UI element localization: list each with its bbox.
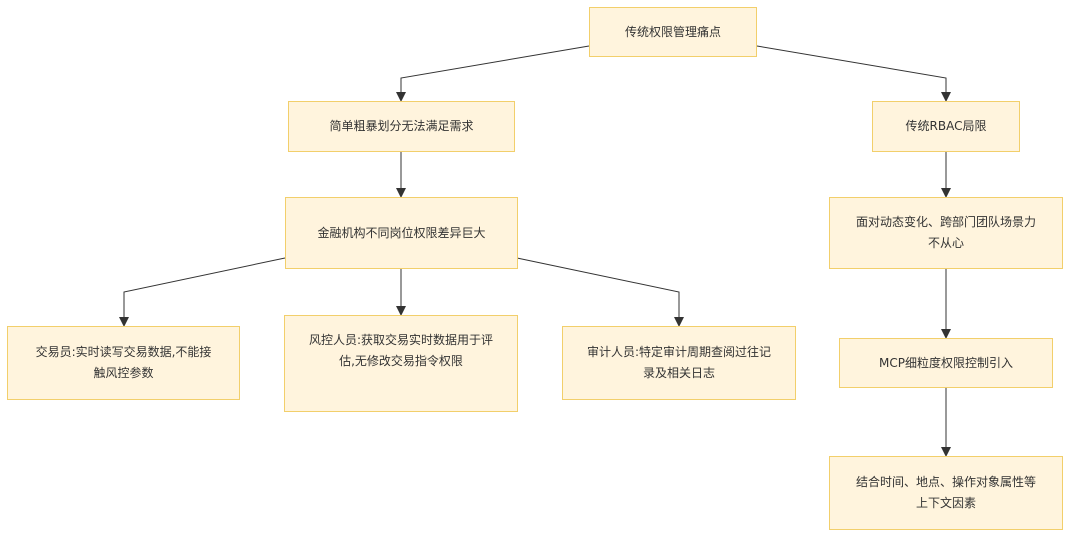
node-root: 传统权限管理痛点 bbox=[589, 7, 757, 57]
edge-finance-to-audit bbox=[516, 257, 684, 327]
node-risk: 风控人员:获取交易实时数据用于评估,无修改交易指令权限 bbox=[284, 315, 518, 412]
node-trader: 交易员:实时读写交易数据,不能接触风控参数 bbox=[7, 326, 240, 400]
node-finance-label: 金融机构不同岗位权限差异巨大 bbox=[317, 225, 486, 240]
node-risk-label: 风控人员:获取交易实时数据用于评估,无修改交易指令权限 bbox=[308, 333, 494, 368]
node-dynamic-label: 面对动态变化、跨部门团队场景力不从心 bbox=[855, 215, 1036, 250]
edge-root-to-rbac bbox=[756, 45, 951, 102]
node-root-label: 传统权限管理痛点 bbox=[624, 24, 721, 39]
edge-root-to-simple bbox=[396, 45, 590, 102]
node-context-label: 结合时间、地点、操作对象属性等上下文因素 bbox=[855, 475, 1036, 510]
node-audit: 审计人员:特定审计周期查阅过往记录及相关日志 bbox=[562, 326, 796, 400]
edge-finance-to-trader bbox=[119, 257, 286, 327]
node-mcp-label: MCP细粒度权限控制引入 bbox=[879, 355, 1013, 370]
node-simple-label: 简单粗暴划分无法满足需求 bbox=[329, 119, 474, 133]
node-mcp: MCP细粒度权限控制引入 bbox=[839, 338, 1053, 388]
node-dynamic: 面对动态变化、跨部门团队场景力不从心 bbox=[829, 197, 1063, 269]
node-rbac: 传统RBAC局限 bbox=[872, 101, 1020, 152]
node-finance: 金融机构不同岗位权限差异巨大 bbox=[285, 197, 518, 269]
node-simple: 简单粗暴划分无法满足需求 bbox=[288, 101, 515, 152]
node-audit-label: 审计人员:特定审计周期查阅过往记录及相关日志 bbox=[586, 345, 772, 380]
node-trader-label: 交易员:实时读写交易数据,不能接触风控参数 bbox=[35, 345, 212, 380]
node-rbac-label: 传统RBAC局限 bbox=[905, 119, 987, 133]
node-context: 结合时间、地点、操作对象属性等上下文因素 bbox=[829, 456, 1063, 530]
